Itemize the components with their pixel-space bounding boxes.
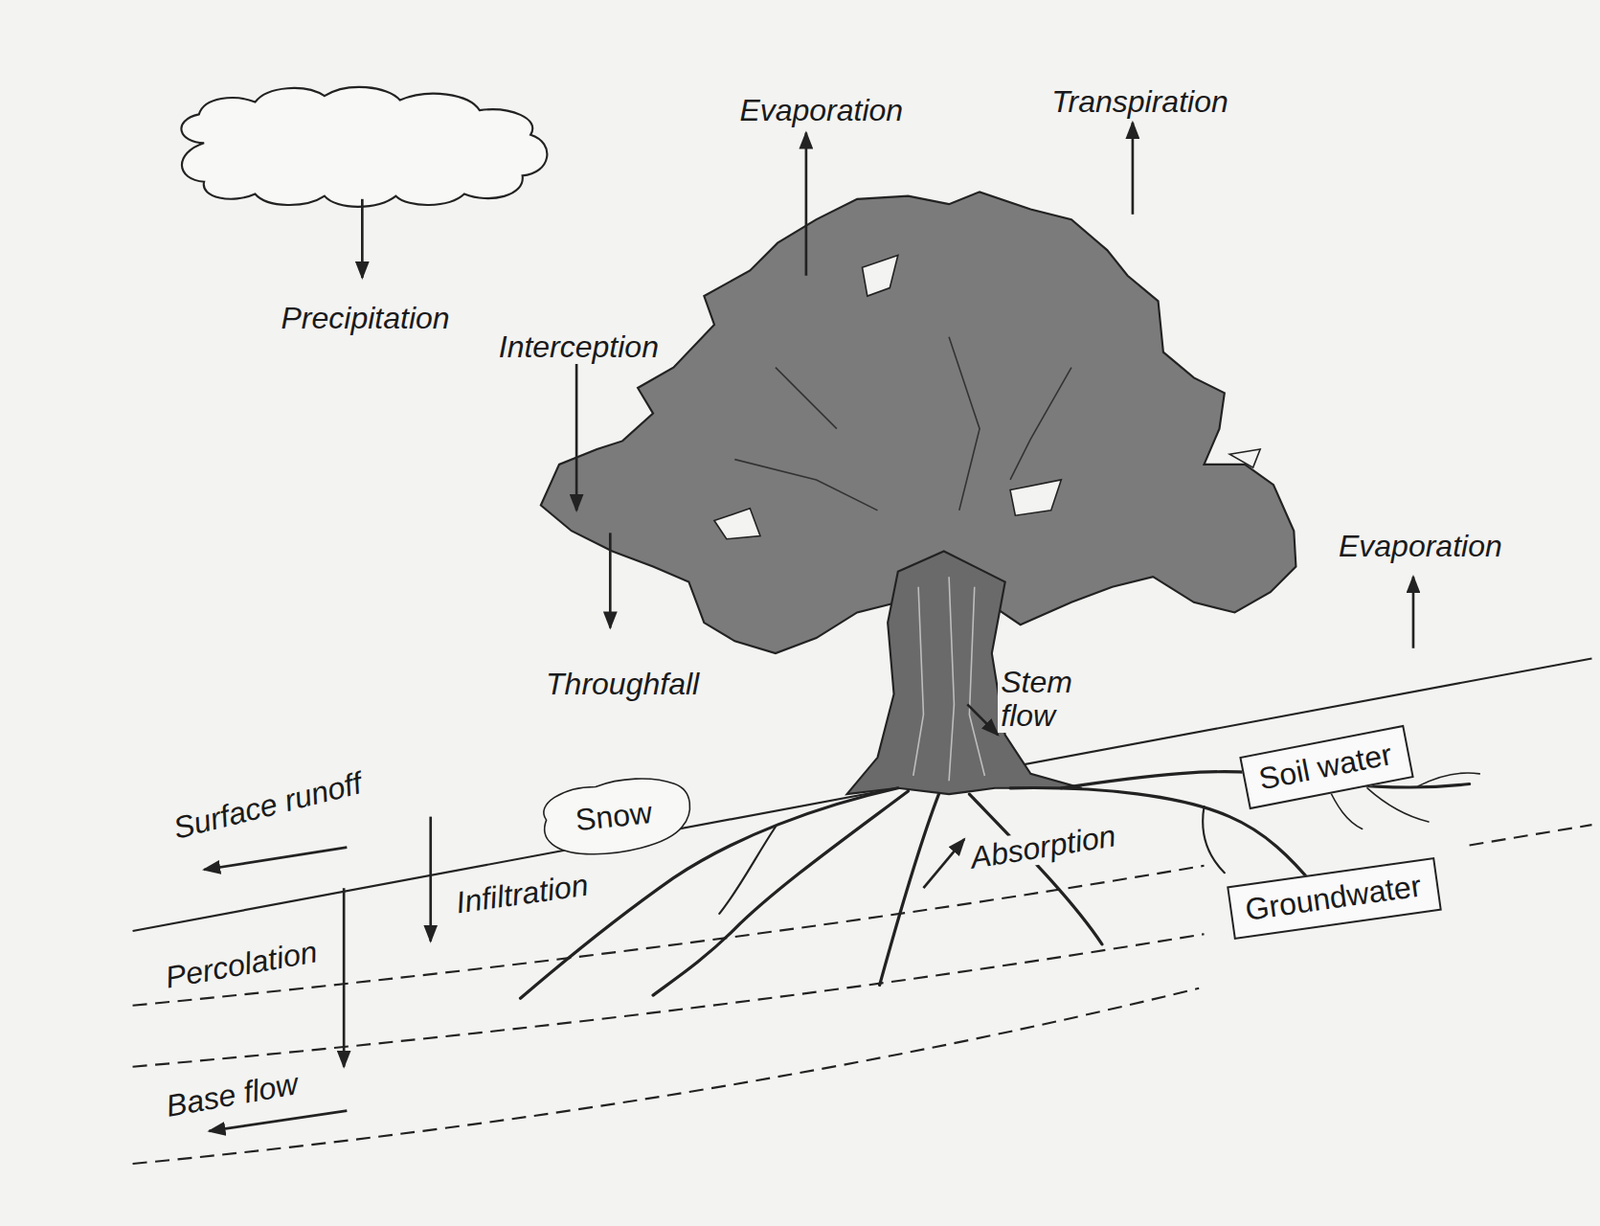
node-text: Snow: [573, 794, 654, 837]
process-label: Absorption: [965, 818, 1122, 877]
flow-arrows: [203, 122, 1414, 1131]
process-label: Surface runoff: [167, 766, 368, 847]
process-label: Interception: [495, 330, 662, 364]
process-label: Percolation: [159, 933, 323, 994]
process-label: Throughfall: [542, 667, 702, 701]
tree-roots: [520, 771, 1481, 999]
snow-outline-path: [540, 772, 695, 859]
tree-trunk: [847, 551, 1082, 795]
cloud: [180, 87, 547, 207]
process-label: Precipitation: [278, 301, 453, 336]
process-label: Infiltration: [450, 867, 593, 921]
process-label: Transpiration: [1048, 85, 1231, 119]
canopy-branch-lines: [734, 337, 1072, 511]
process-label: Base flow: [161, 1066, 305, 1125]
node-text: Groundwater: [1243, 867, 1424, 926]
soil-water-box: Soil water: [1239, 724, 1414, 810]
soil-layer-lines: [133, 657, 1593, 1164]
process-label: Evaporation: [1335, 529, 1506, 564]
canopy-gaps: [714, 254, 1261, 539]
groundwater-box: Groundwater: [1227, 856, 1443, 940]
process-label: Evaporation: [736, 93, 906, 128]
process-label: Stem flow: [997, 665, 1076, 733]
snow-patch: Snow: [529, 766, 701, 867]
trunk-bark-lines: [913, 576, 986, 781]
